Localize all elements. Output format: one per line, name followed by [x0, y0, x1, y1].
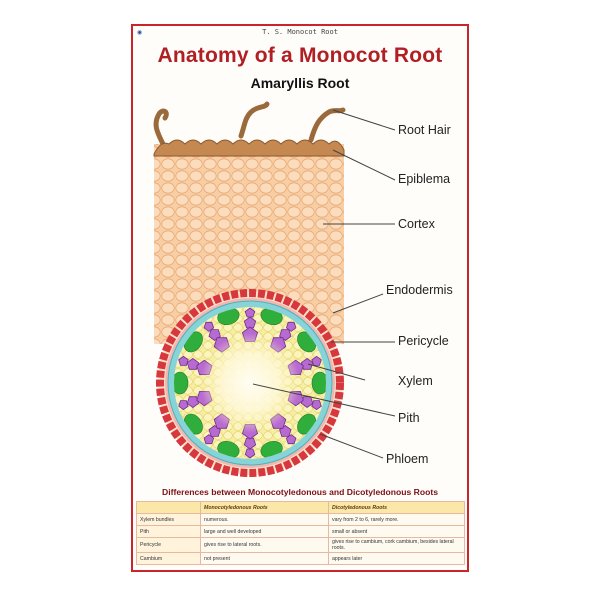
chart-card: ◉ T. S. Monocot Root Anatomy of a Monoco…	[131, 24, 469, 572]
table-row: Cambium not present appears later	[136, 552, 465, 565]
pith-region	[200, 333, 300, 433]
table-cell: appears later	[328, 552, 465, 565]
table-cell: Pericycle	[136, 537, 201, 553]
table-cell: large and well developed	[200, 525, 329, 538]
label-epiblema: Epiblema	[398, 172, 451, 186]
table-cell: numerous.	[200, 513, 329, 526]
table-cell: gives rise to lateral roots.	[200, 537, 329, 553]
label-endodermis: Endodermis	[386, 283, 453, 297]
root-cross-section-diagram	[153, 101, 396, 477]
label-root-hair: Root Hair	[398, 123, 451, 137]
label-pith: Pith	[398, 411, 420, 425]
table-cell: Pith	[136, 525, 201, 538]
phloem-patch	[311, 371, 326, 395]
phloem-patch	[174, 371, 189, 395]
differences-table: Monocotyledonous Roots Dicotyledonous Ro…	[136, 501, 465, 565]
pointer-lines	[252, 109, 396, 459]
endodermis-ring	[156, 289, 344, 477]
table-cell: not present	[200, 552, 329, 565]
table-cell: Xylem bundles	[136, 513, 201, 526]
table-title: Differences between Monocotyledonous and…	[162, 487, 438, 497]
epiblema-layer	[153, 139, 345, 157]
page-title: Anatomy of a Monocot Root	[157, 44, 443, 67]
publisher-logo: ◉	[137, 30, 143, 36]
table-cell: small or absent	[328, 525, 465, 538]
table-cell: vary from 2 to 6, rarely more.	[328, 513, 465, 526]
table-row: Xylem bundles numerous. vary from 2 to 6…	[136, 513, 465, 526]
table-cell: gives rise to cambium, cork cambium, bes…	[328, 537, 465, 553]
table-header-cell: Dicotyledonous Roots	[328, 501, 465, 514]
table-cell: Cambium	[136, 552, 201, 565]
label-phloem: Phloem	[386, 452, 429, 466]
label-cortex: Cortex	[398, 217, 435, 231]
table-row: Pith large and well developed small or a…	[136, 525, 465, 538]
table-header-row: Monocotyledonous Roots Dicotyledonous Ro…	[136, 501, 465, 514]
top-title: T. S. Monocot Root	[262, 28, 338, 36]
table-header-cell	[136, 501, 201, 514]
vascular-cylinder	[156, 289, 344, 477]
table-row: Pericycle gives rise to lateral roots. g…	[136, 537, 465, 553]
label-pericycle: Pericycle	[398, 334, 449, 348]
page-subtitle: Amaryllis Root	[250, 75, 350, 91]
root-hairs	[153, 101, 346, 147]
table-header-cell: Monocotyledonous Roots	[200, 501, 329, 514]
label-xylem: Xylem	[398, 374, 433, 388]
